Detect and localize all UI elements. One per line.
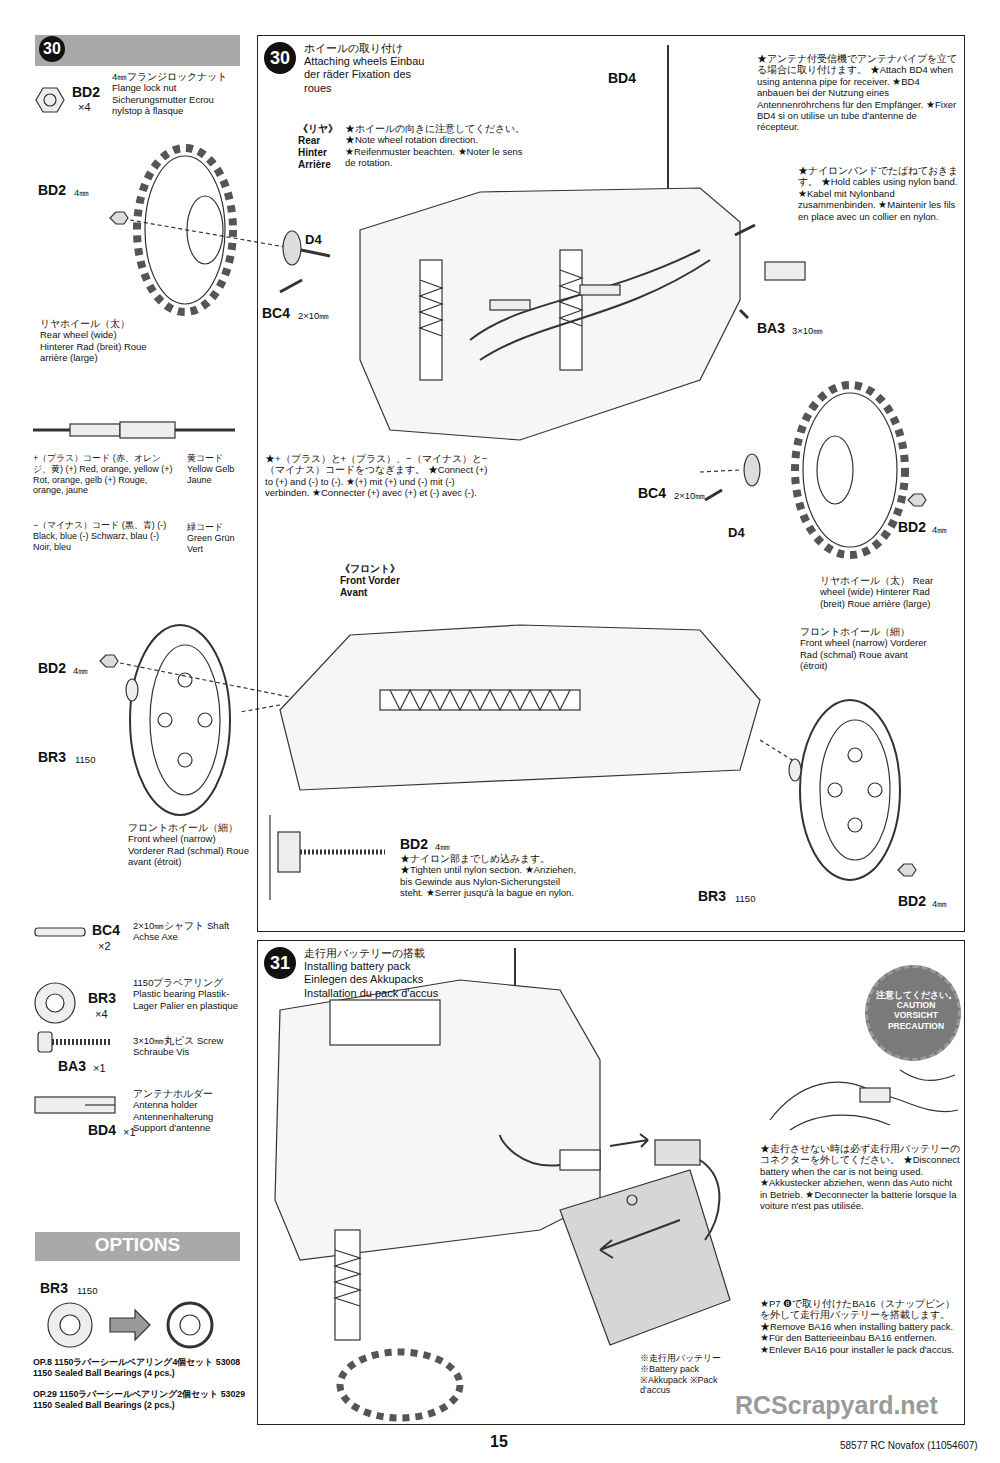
note-text: ★ナイロン部までしめ込みます。 ★Tighten until nylon sec…: [400, 853, 578, 899]
size-label: 1150: [75, 754, 105, 765]
part-code: BC4: [638, 485, 678, 502]
part-code: BD2: [38, 182, 78, 199]
page-number: 15: [490, 1432, 514, 1451]
caution-badge: 注意してください。 CAUTION VORSICHT PRECAUTION: [865, 965, 961, 1061]
step-header-band: 30: [35, 35, 240, 66]
part-description: リヤホイール（太） Rear wheel (wide) Hinterer Rad…: [820, 575, 945, 609]
note-text: ★ホイールの向きに注意してください。 ★Note wheel rotation …: [345, 123, 525, 169]
caution-text: 注意してください。 CAUTION VORSICHT PRECAUTION: [874, 990, 958, 1031]
part-description: 1150プラベアリング Plastic bearing Plastik-Lage…: [133, 977, 245, 1011]
part-code: BD4: [88, 1122, 128, 1139]
quantity: ×4: [95, 1008, 125, 1021]
wire-note: +（プラス）コード (赤、オレンジ、黄) (+) Red, orange, ye…: [33, 453, 175, 496]
step-title: ホイールの取り付け Attaching wheels Einbau der rä…: [304, 42, 436, 95]
size-label: 1150: [77, 1285, 107, 1296]
footer-code: 58577 RC Novafox (11054607): [840, 1440, 998, 1452]
size-label: 2×10㎜: [298, 310, 348, 321]
section-label: 《リヤ》 Rear Hinter Arrière: [298, 123, 342, 171]
step-number: 31: [264, 947, 296, 979]
watermark: RCScrapyard.net: [735, 1390, 970, 1420]
part-code: BR3: [38, 749, 78, 766]
size-label: 4㎜: [932, 524, 957, 535]
note-text: ★+（プラス）と+（プラス）、−（マイナス）と−（マイナス）コードをつなぎます。…: [265, 453, 493, 499]
part-code: BA3: [58, 1058, 98, 1075]
part-code: BR3: [698, 888, 738, 905]
note-text: ★走行させない時は必ず走行用バッテリーのコネクターを外してください。 ★Disc…: [760, 1143, 960, 1211]
wire-note: −（マイナス）コード (黒、青) (-) Black, blue (-) Sch…: [33, 520, 175, 552]
section-label: 《フロント》 Front Vorder Avant: [340, 563, 412, 599]
quantity: ×4: [78, 101, 108, 114]
step-number: 30: [264, 42, 296, 74]
wire-note: 緑コード Green Grün Vert: [187, 522, 242, 554]
part-code: BA3: [757, 320, 797, 337]
part-description: アンテナホルダー Antenna holder Antennenhalterun…: [133, 1088, 245, 1134]
part-description: 4㎜フランジロックナット Flange lock nut Sicherungsm…: [112, 71, 237, 117]
size-label: 4㎜: [73, 665, 103, 676]
part-code: D4: [728, 525, 758, 541]
size-label: 4㎜: [435, 841, 465, 852]
size-label: 3×10㎜: [792, 325, 847, 336]
part-code: BC4: [92, 922, 132, 939]
options-band: OPTIONS: [35, 1232, 240, 1261]
step-title: 走行用バッテリーの搭載 Installing battery pack Einl…: [304, 947, 444, 1000]
part-code: D4: [305, 232, 335, 248]
quantity: ×2: [98, 940, 128, 953]
note-text: ★P7 ❽で取り付けたBA16（スナップピン）を外して走行用バッテリーを搭載しま…: [760, 1298, 960, 1355]
step-number: 30: [39, 36, 65, 62]
part-code: BR3: [40, 1280, 80, 1297]
option-text: OP.8 1150ラバーシールベアリング4個セット 53008 1150 Sea…: [33, 1357, 257, 1378]
options-heading: OPTIONS: [35, 1234, 240, 1257]
option-text: OP.29 1150ラバーシールベアリング2個セット 53029 1150 Se…: [33, 1389, 257, 1410]
wire-note: 黄コード Yellow Gelb Jaune: [187, 453, 242, 485]
note-text: ★アンテナ付受信機でアンテナパイプを立てる場合に取り付けます。 ★Attach …: [757, 53, 957, 133]
part-description: 3×10㎜丸ビス Screw Schraube Vis: [133, 1035, 238, 1058]
size-label: 4㎜: [74, 187, 104, 198]
part-code: BR3: [88, 990, 128, 1007]
part-description: 2×10㎜シャフト Shaft Achse Axe: [133, 920, 238, 943]
part-code: BD2: [400, 836, 440, 853]
part-description: フロントホイール（細） Front wheel (narrow) Vordere…: [800, 626, 932, 672]
quantity: ×1: [93, 1062, 123, 1075]
part-description: リヤホイール（太） Rear wheel (wide) Hinterer Rad…: [40, 318, 152, 364]
part-description: ※走行用バッテリー ※Battery pack ※Akkupack ※Pack …: [640, 1353, 736, 1396]
part-code: BD2: [38, 660, 78, 677]
size-label: 1150: [735, 893, 765, 904]
note-text: ★ナイロンバンドでたばねておきます。 ★Hold cables using ny…: [798, 165, 963, 222]
part-description: フロントホイール（細） Front wheel (narrow) Vordere…: [128, 822, 253, 868]
part-code: BD2: [72, 84, 112, 101]
part-code: BC4: [262, 305, 302, 322]
size-label: 2×10㎜: [674, 490, 729, 501]
size-label: 4㎜: [932, 898, 957, 909]
part-code: BD4: [608, 70, 648, 87]
